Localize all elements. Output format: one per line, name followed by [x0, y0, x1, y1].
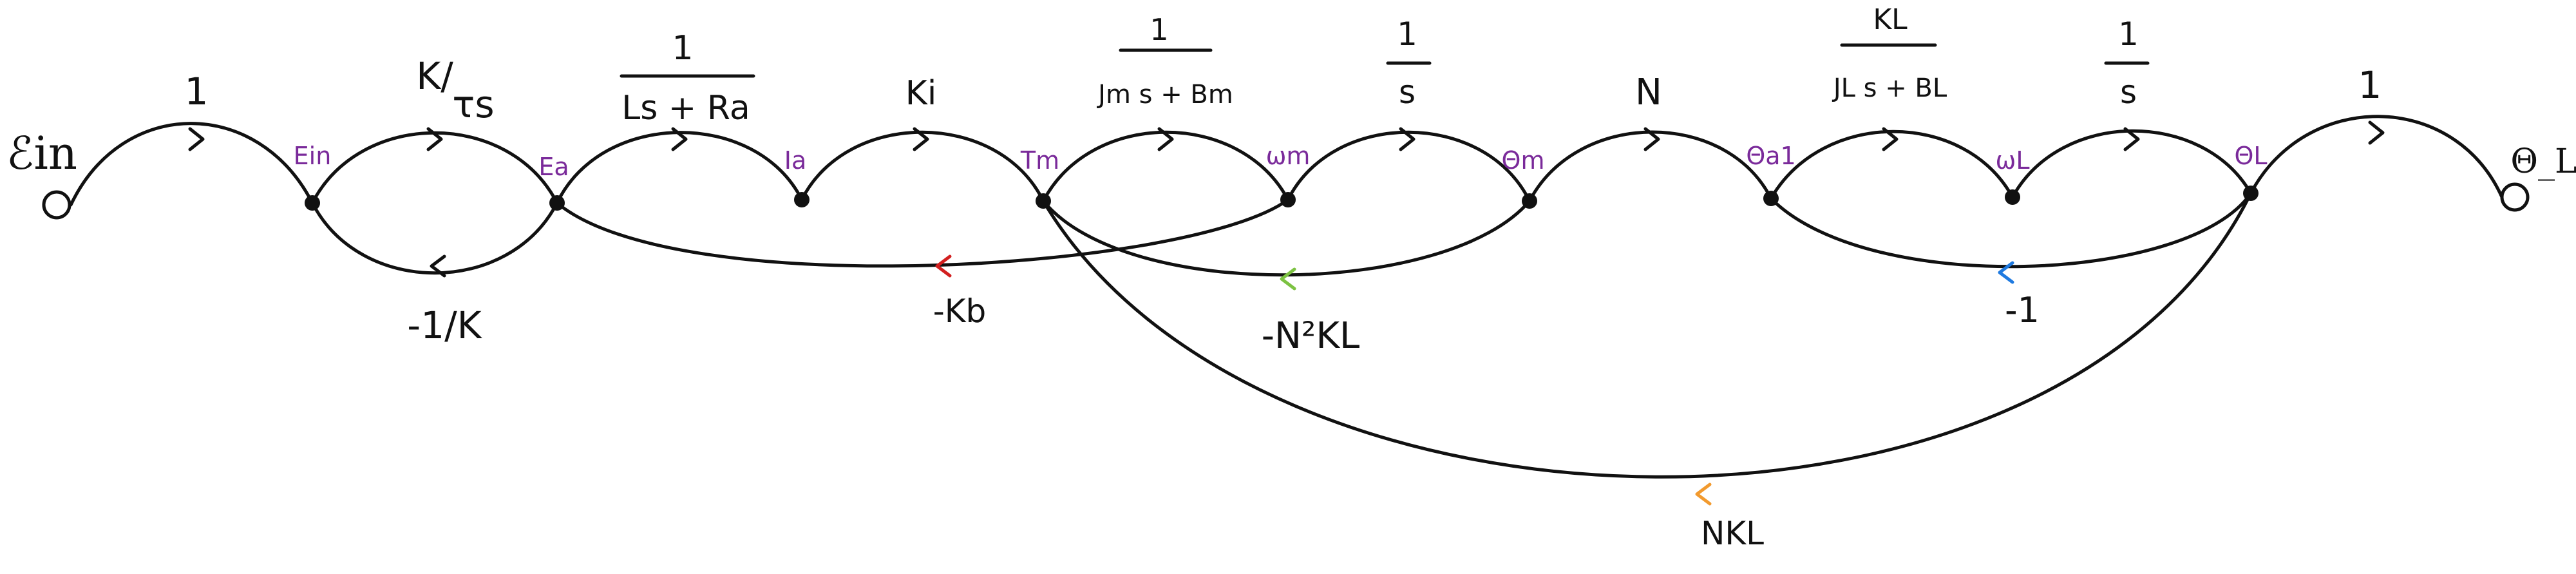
- loop-unity: [1769, 191, 2253, 269]
- arrow-armature: [671, 127, 688, 151]
- node-om: [1522, 193, 1537, 209]
- node-label-wm: ωm: [1266, 142, 1311, 170]
- forward-gains: 1 K/ τs -1/K 1 Ls + Ra Ki 1 Jm s + Bm 1 …: [185, 3, 2382, 347]
- arrow-integrator2: [2123, 127, 2140, 151]
- nodes: [42, 182, 2530, 220]
- node-oa: [1763, 191, 1779, 206]
- feedback-arrows: [935, 254, 2014, 506]
- gain-prefilter-tau: τs: [452, 82, 494, 126]
- gain-output: 1: [2358, 63, 2382, 107]
- arrow-motor: [1157, 127, 1174, 151]
- node-label-om: Θm: [1502, 146, 1545, 175]
- branch-integrator2: [2011, 129, 2253, 199]
- forward-arrows: [188, 120, 2385, 278]
- gain-load-num: KL: [1873, 3, 1908, 36]
- node-label-tm: Tm: [1020, 146, 1059, 175]
- node-tm: [1036, 193, 1051, 209]
- arrow-prefilter: [426, 127, 443, 151]
- node-label-ol: ΘL: [2234, 142, 2267, 170]
- node-label-ia: Ia: [784, 146, 807, 175]
- arrow-spring-motor: [1280, 267, 1296, 291]
- branch-prefilter-feedback: [310, 201, 559, 275]
- node-ein: [305, 195, 320, 211]
- node-wm: [1280, 192, 1296, 207]
- node-ea: [549, 195, 565, 211]
- gain-integrator2-den: s: [2120, 73, 2137, 111]
- branch-gear: [1528, 130, 1773, 203]
- feedback-gain-labels: -Kb -N²KL -1 NKL: [933, 290, 2040, 552]
- loop-spring-load: [1041, 191, 2253, 479]
- output-terminal: [2500, 182, 2530, 212]
- arrow-prefilter-feedback: [430, 254, 446, 278]
- gain-spring-load: NKL: [1701, 515, 1764, 552]
- gain-integrator2-num: 1: [2118, 15, 2139, 53]
- arrow-load: [1882, 127, 1899, 151]
- arrow-gear: [1643, 127, 1660, 151]
- node-label-wl: ωL: [1996, 146, 2030, 175]
- arrow-spring-load: [1695, 483, 1712, 506]
- input-terminal: [42, 190, 71, 220]
- node-ol: [2243, 186, 2259, 201]
- node-wl: [2005, 189, 2020, 205]
- loop-spring-motor: [1041, 199, 1531, 277]
- loop-back-emf: [555, 198, 1290, 268]
- feedback-loops: [555, 191, 2253, 479]
- gain-armature-num: 1: [672, 29, 693, 68]
- gain-gear: N: [1635, 72, 1662, 113]
- gain-motor-num: 1: [1150, 12, 1168, 47]
- node-label-oa: Θa1: [1746, 142, 1795, 170]
- gain-integrator1-num: 1: [1397, 15, 1417, 53]
- input-label: ℰin: [6, 127, 77, 180]
- gain-torque-const: Ki: [905, 74, 937, 113]
- node-labels: Ein Ea Ia Tm ωm Θm Θa1 ωL ΘL: [294, 142, 2268, 181]
- branch-torque-const: [800, 130, 1045, 203]
- gain-load-den: JL s + BL: [1832, 73, 1947, 103]
- branch-output: [2249, 115, 2504, 199]
- arrow-output: [2368, 120, 2385, 145]
- arrow-integrator1: [1399, 127, 1416, 151]
- gain-back-emf: -Kb: [933, 292, 987, 330]
- node-label-ein: Ein: [294, 142, 332, 170]
- node-ia: [794, 192, 810, 207]
- arrow-input: [188, 127, 205, 151]
- gain-prefilter-feedback: -1/K: [407, 303, 482, 347]
- node-label-ea: Ea: [538, 153, 569, 181]
- branch-input: [69, 122, 314, 207]
- gain-motor-den: Jm s + Bm: [1096, 80, 1233, 110]
- output-label: Θ_L: [2510, 142, 2576, 181]
- gain-armature-den: Ls + Ra: [621, 89, 750, 128]
- arrow-torque-const: [913, 127, 929, 151]
- gain-integrator1-den: s: [1399, 73, 1416, 111]
- branch-integrator1: [1286, 130, 1531, 203]
- gain-input: 1: [185, 70, 209, 113]
- gain-prefilter-num: K/: [416, 54, 453, 98]
- gain-unity: -1: [2005, 290, 2040, 330]
- arrow-unity: [1998, 261, 2014, 284]
- gain-spring-motor: -N²KL: [1262, 315, 1359, 357]
- branch-load: [1769, 129, 2014, 200]
- arrow-back-emf: [935, 254, 952, 278]
